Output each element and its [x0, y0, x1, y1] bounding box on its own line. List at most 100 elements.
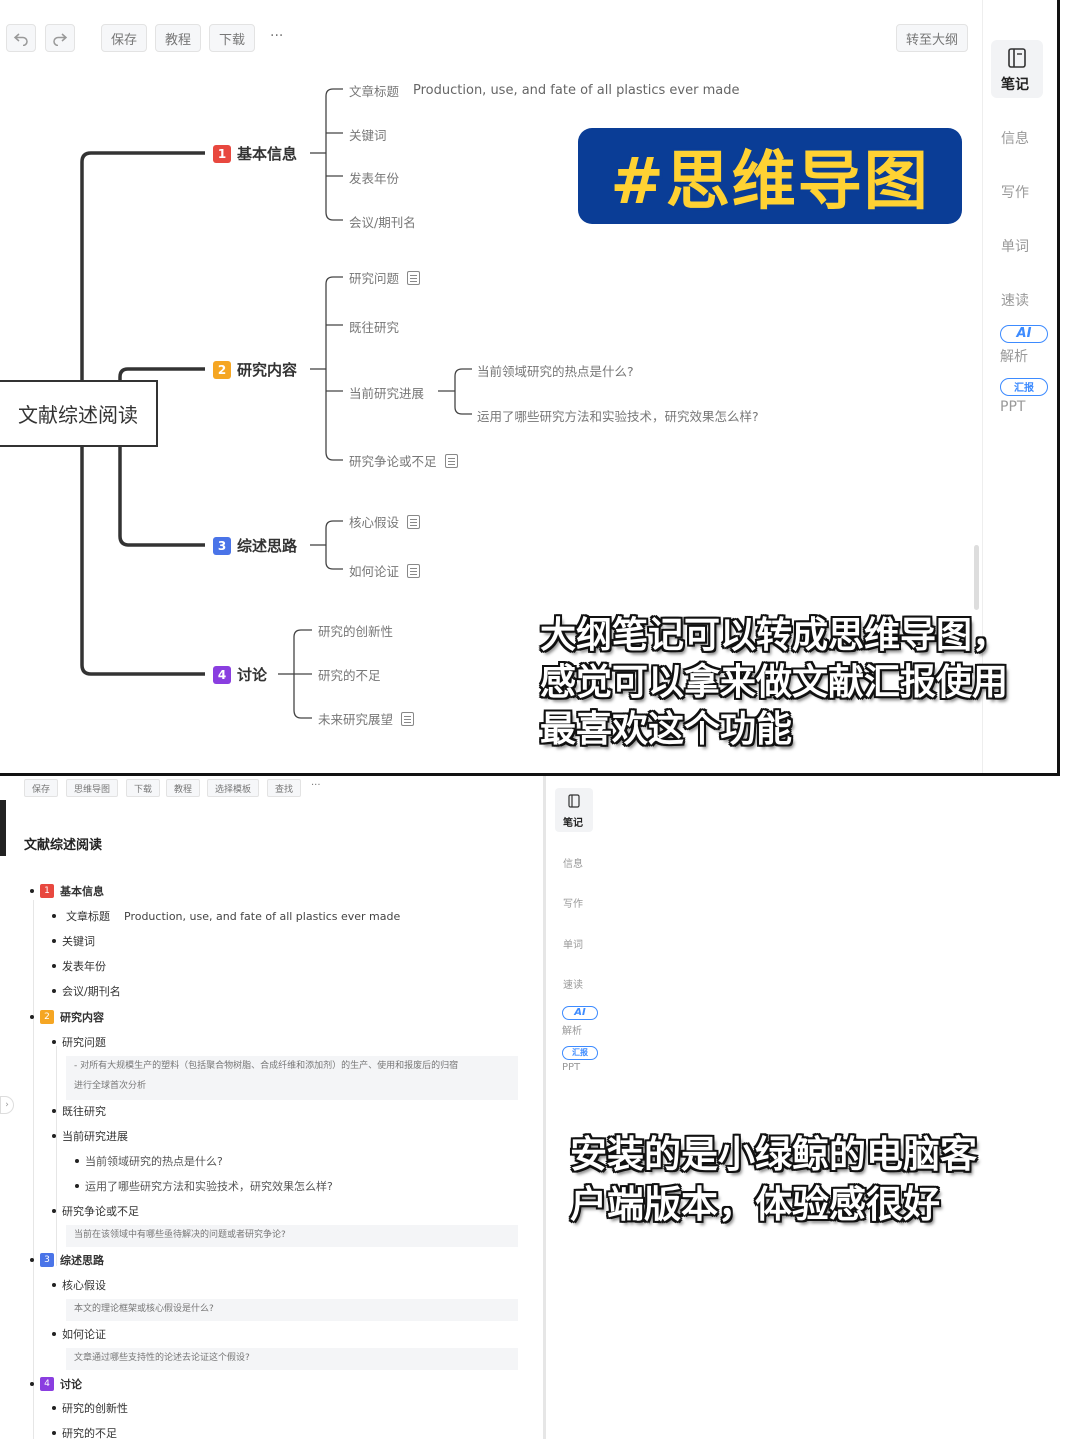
sidebar-item-notes[interactable]: 笔记 — [991, 40, 1043, 98]
sidebar-item-ppt[interactable]: 汇报 PPT — [562, 1040, 598, 1073]
sidebar-item-speed-read[interactable]: 速读 — [563, 980, 583, 991]
outline-item-hotspot[interactable]: 当前领域研究的热点是什么? — [75, 1153, 223, 1169]
more-button[interactable]: ··· — [311, 780, 321, 791]
save-button[interactable]: 保存 — [24, 779, 58, 797]
branch-research-content[interactable]: 2 研究内容 — [213, 359, 297, 380]
node-label: 研究问题 — [349, 271, 400, 286]
outline-item-argument[interactable]: 如何论证 — [52, 1326, 106, 1342]
outline-item-shortcoming[interactable]: 研究的不足 — [52, 1425, 117, 1439]
redo-button[interactable] — [45, 24, 75, 52]
sidebar-item-speed-read[interactable]: 速读 — [1001, 293, 1029, 309]
save-button[interactable]: 保存 — [101, 24, 147, 52]
node-outlook[interactable]: 未来研究展望 — [318, 709, 415, 728]
sidebar-item-info[interactable]: 信息 — [1001, 131, 1029, 147]
section-title: 综述思路 — [60, 1254, 104, 1267]
sidebar-item-ai[interactable]: AI 解析 — [1000, 322, 1048, 366]
note-core-hypothesis[interactable]: 本文的理论框架或核心假设是什么? — [66, 1299, 518, 1321]
note-controversy[interactable]: 当前在该领域中有哪些亟待解决的问题或者研究争论? — [66, 1225, 518, 1247]
redo-icon — [53, 33, 68, 46]
tutorial-button[interactable]: 教程 — [166, 779, 200, 797]
node-hotspot[interactable]: 当前领域研究的热点是什么? — [477, 364, 634, 379]
outline-section-research-content[interactable]: 2 研究内容 — [30, 1009, 104, 1025]
outline-item-year[interactable]: 发表年份 — [52, 958, 106, 974]
node-shortcoming[interactable]: 研究的不足 — [318, 668, 381, 683]
node-year[interactable]: 发表年份 — [349, 171, 400, 186]
mindmap-button[interactable]: 思维导图 — [66, 779, 118, 797]
node-current-progress[interactable]: 当前研究进展 — [349, 386, 425, 401]
note-icon[interactable] — [401, 711, 415, 726]
node-core-hypothesis[interactable]: 核心假设 — [349, 512, 421, 531]
bullet — [30, 1015, 34, 1019]
node-innovation[interactable]: 研究的创新性 — [318, 624, 394, 639]
outline-item-innovation[interactable]: 研究的创新性 — [52, 1400, 128, 1416]
outline-item-research-question[interactable]: 研究问题 — [52, 1034, 106, 1050]
sidebar-item-ai[interactable]: AI 解析 — [562, 1000, 598, 1037]
undo-button[interactable] — [6, 24, 36, 52]
sidebar-item-words[interactable]: 单词 — [563, 940, 583, 951]
branch-basic-info[interactable]: 1 基本信息 — [213, 143, 297, 164]
node-article-title[interactable]: 文章标题 Production, use, and fate of all pl… — [349, 81, 739, 100]
branch-title: 研究内容 — [237, 361, 298, 379]
node-argument[interactable]: 如何论证 — [349, 561, 421, 580]
note-argument[interactable]: 文章通过哪些支持性的论述去论证这个假设? — [66, 1348, 518, 1370]
item-label: 文章标题 — [66, 910, 110, 923]
tutorial-button[interactable]: 教程 — [155, 24, 201, 52]
node-label: 研究争论或不足 — [349, 454, 437, 469]
outline-section-basic-info[interactable]: 1 基本信息 — [30, 883, 104, 899]
to-outline-button[interactable]: 转至大纲 — [896, 24, 968, 52]
node-methods[interactable]: 运用了哪些研究方法和实验技术，研究效果怎么样? — [477, 409, 759, 424]
node-previous-research[interactable]: 既往研究 — [349, 320, 400, 335]
outline-section-review-approach[interactable]: 3 综述思路 — [30, 1252, 104, 1268]
outline-panel: › 保存 思维导图 下载 教程 选择模板 查找 ··· 文献综述阅读 1 基本信… — [0, 776, 1080, 1439]
sidebar-divider — [982, 0, 983, 773]
sidebar-item-info[interactable]: 信息 — [563, 859, 583, 870]
item-value: Production, use, and fate of all plastic… — [124, 909, 401, 923]
outline-item-current-progress[interactable]: 当前研究进展 — [52, 1128, 128, 1144]
note-icon[interactable] — [407, 270, 421, 285]
note-icon[interactable] — [407, 514, 421, 529]
outline-item-core-hypothesis[interactable]: 核心假设 — [52, 1277, 106, 1293]
sidebar-item-words[interactable]: 单词 — [1001, 239, 1029, 255]
outline-title[interactable]: 文献综述阅读 — [24, 838, 103, 853]
section-number-badge: 1 — [40, 884, 54, 898]
sidebar-item-writing[interactable]: 写作 — [563, 899, 583, 910]
ppt-badge: 汇报 — [562, 1045, 598, 1060]
collapse-chevron-icon[interactable]: › — [0, 1096, 14, 1114]
sidebar-item-label: 解析 — [562, 1025, 582, 1037]
item-label: 关键词 — [62, 935, 95, 948]
mindmap-root-node[interactable]: 文献综述阅读 — [0, 380, 158, 447]
outline-section-discussion[interactable]: 4 讨论 — [30, 1376, 82, 1392]
branch-title: 讨论 — [237, 666, 268, 684]
caption-bottom: 安装的是小绿鲸的电脑客 户端版本，体验感很好 — [570, 1130, 977, 1230]
find-button[interactable]: 查找 — [267, 779, 301, 797]
outline-item-article-title[interactable]: 文章标题 Production, use, and fate of all pl… — [52, 908, 400, 924]
node-controversy[interactable]: 研究争论或不足 — [349, 451, 458, 470]
download-button[interactable]: 下载 — [209, 24, 255, 52]
download-button[interactable]: 下载 — [126, 779, 160, 797]
node-keywords[interactable]: 关键词 — [349, 128, 387, 143]
outline-item-methods[interactable]: 运用了哪些研究方法和实验技术，研究效果怎么样? — [75, 1178, 333, 1194]
outline-item-controversy[interactable]: 研究争论或不足 — [52, 1203, 139, 1219]
node-research-question[interactable]: 研究问题 — [349, 268, 421, 287]
template-button[interactable]: 选择模板 — [207, 779, 259, 797]
branch-discussion[interactable]: 4 讨论 — [213, 664, 267, 685]
more-button[interactable]: ··· — [270, 28, 284, 44]
branch-review-approach[interactable]: 3 综述思路 — [213, 535, 297, 556]
bullet — [52, 1134, 56, 1138]
sidebar-item-ppt[interactable]: 汇报 PPT — [1000, 376, 1048, 415]
note-icon[interactable] — [407, 563, 421, 578]
note-icon[interactable] — [444, 453, 458, 468]
node-venue[interactable]: 会议/期刊名 — [349, 215, 416, 230]
outline-item-venue[interactable]: 会议/期刊名 — [52, 983, 121, 999]
sidebar-item-notes[interactable]: 笔记 — [555, 788, 593, 832]
section-number-badge: 2 — [40, 1010, 54, 1024]
branch-title: 综述思路 — [237, 537, 298, 555]
ppt-badge: 汇报 — [1000, 377, 1048, 396]
scrollbar[interactable] — [974, 545, 979, 610]
outline-item-previous-research[interactable]: 既往研究 — [52, 1103, 106, 1119]
outline-item-keywords[interactable]: 关键词 — [52, 933, 95, 949]
node-label: 如何论证 — [349, 564, 400, 579]
bullet — [30, 1382, 34, 1386]
note-research-question[interactable]: - 对所有大规模生产的塑料（包括聚合物树脂、合成纤维和添加剂）的生产、使用和报废… — [66, 1056, 518, 1100]
sidebar-item-writing[interactable]: 写作 — [1001, 185, 1029, 201]
